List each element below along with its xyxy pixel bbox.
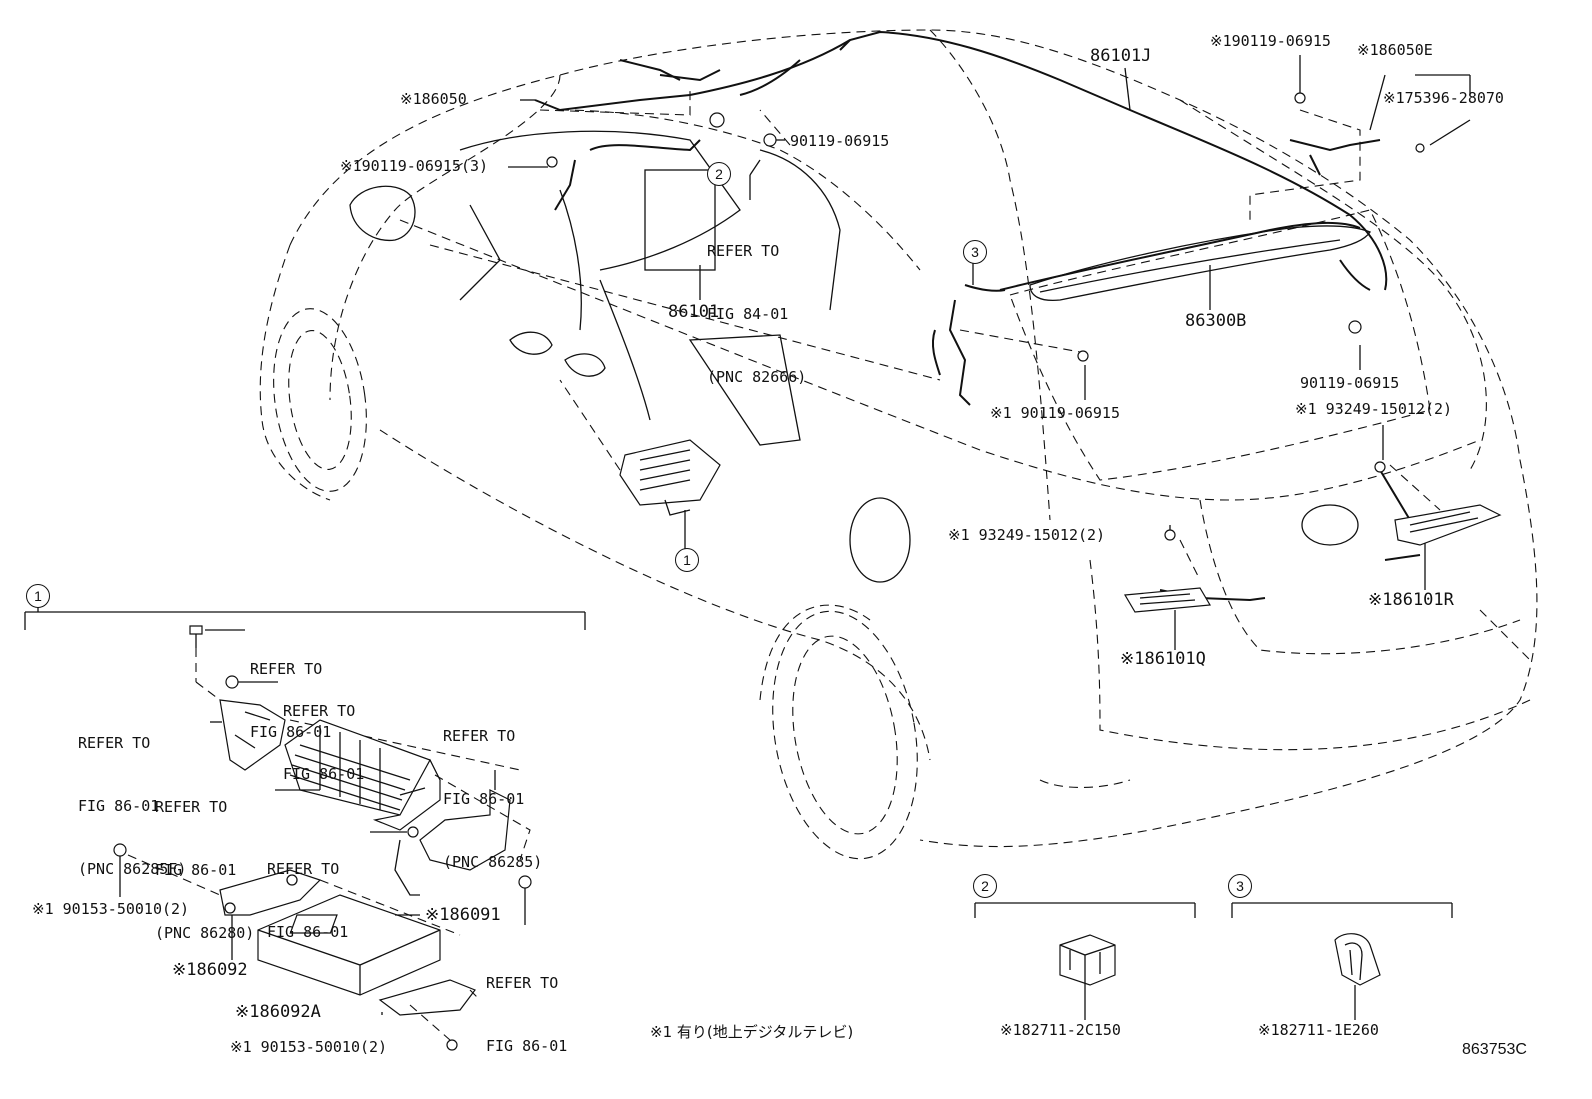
refer-line: (PNC 86280) xyxy=(155,924,255,942)
part-86101J: 86101J xyxy=(1090,46,1152,66)
refer-line: REFER TO xyxy=(155,798,228,816)
refer-line: FIG 84-01 xyxy=(707,305,789,323)
refer-fig84: REFER TO FIG 84-01 (PNC 82666) xyxy=(707,199,806,409)
part-186091: ※186091 xyxy=(425,905,501,925)
callout-2-main: 2 xyxy=(707,162,731,186)
part-186101R: ※186101R xyxy=(1368,590,1454,610)
refer-b: REFER TO FIG 86-01 xyxy=(283,659,364,806)
part-186050: ※186050 xyxy=(400,90,467,108)
part-190153-top: ※1 90153-50010(2) xyxy=(32,900,190,918)
part-1-90119-mid: ※1 90119-06915 xyxy=(990,404,1120,422)
detail-1-bracket-line xyxy=(24,607,586,630)
refer-line: REFER TO xyxy=(283,702,356,720)
refer-line: REFER TO xyxy=(267,860,340,878)
detail-1-parts xyxy=(113,625,532,1051)
refer-line: FIG 86-01 xyxy=(267,923,349,941)
callout-3-detail: 3 xyxy=(1228,874,1252,898)
leader-lines xyxy=(508,55,1471,650)
clamp-1e260 xyxy=(1334,933,1381,1020)
refer-line: FIG 86-01 xyxy=(78,797,160,815)
refer-line: FIG 86-01 xyxy=(155,861,237,879)
callout-1-main: 1 xyxy=(675,548,699,572)
part-86300B: 86300B xyxy=(1185,311,1247,331)
refer-line: REFER TO xyxy=(486,974,559,992)
refer-line: FIG 86-01 xyxy=(486,1037,568,1055)
callout-2-detail: 2 xyxy=(973,874,997,898)
refer-g: REFER TO FIG 86-01 xyxy=(486,931,567,1078)
interior-outline xyxy=(459,130,841,446)
part-175396: ※175396-28070 xyxy=(1383,89,1504,107)
refer-line: FIG 86-01 xyxy=(250,723,332,741)
refer-line: REFER TO xyxy=(707,242,780,260)
part-190153-bottom: ※1 90153-50010(2) xyxy=(230,1038,388,1056)
callout-3-main: 3 xyxy=(963,240,987,264)
part-186101Q: ※186101Q xyxy=(1120,649,1206,669)
vehicle-outline xyxy=(259,29,1538,860)
refer-line: (PNC 82666) xyxy=(707,368,807,386)
figure-code: 863753C xyxy=(1462,1041,1527,1058)
connection-dashes xyxy=(539,90,1441,581)
refer-line: (PNC 86285) xyxy=(443,853,543,871)
part-182711-2C150: ※182711-2C150 xyxy=(1000,1021,1121,1039)
part-90119-right: 90119-06915 xyxy=(1300,374,1400,392)
refer-line: (PNC 86285F) xyxy=(78,860,187,878)
refer-e: REFER TO FIG 86-01 (PNC 86280) xyxy=(155,755,254,965)
detail-2-bracket-line xyxy=(974,902,1196,918)
refer-line: REFER TO xyxy=(443,727,516,745)
refer-a: REFER TO FIG 86-01 xyxy=(250,617,331,764)
part-190119-3: ※190119-06915(3) xyxy=(340,157,489,175)
part-193249-left: ※1 93249-15012(2) xyxy=(948,526,1106,544)
part-186092: ※186092 xyxy=(172,960,248,980)
rear-spoiler-antenna xyxy=(1029,225,1371,302)
refer-line: FIG 86-01 xyxy=(283,765,365,783)
antenna-cords xyxy=(534,30,1451,602)
footnote: ※1 有り(地上デジタルテレビ) xyxy=(650,1023,854,1041)
tuner-in-vehicle xyxy=(619,439,721,516)
callout-1-detail: 1 xyxy=(26,584,50,608)
refer-c: REFER TO FIG 86-01 (PNC 86285F) xyxy=(78,691,186,901)
part-186092A: ※186092A xyxy=(235,1002,321,1022)
part-86050E: ※186050E xyxy=(1357,41,1433,59)
refer-line: REFER TO xyxy=(78,734,151,752)
refer-d: REFER TO FIG 86-01 (PNC 86285) xyxy=(443,684,542,894)
amplifier-q xyxy=(1124,587,1211,613)
main-view-fasteners xyxy=(546,92,1425,541)
refer-line: FIG 86-01 xyxy=(443,790,525,808)
part-90119-center: 90119-06915 xyxy=(790,132,890,150)
refer-f: REFER TO FIG 86-01 xyxy=(267,817,348,964)
part-190119-top-right: ※190119-06915 xyxy=(1210,32,1331,50)
detail-3-bracket-line xyxy=(1231,902,1453,918)
part-182711-1E260: ※182711-1E260 xyxy=(1258,1021,1379,1039)
part-86101: 86101 xyxy=(668,302,720,322)
clamp-2c150 xyxy=(1059,934,1116,1020)
amplifier-r xyxy=(1394,504,1502,546)
refer-line: REFER TO xyxy=(250,660,323,678)
part-193249-right: ※1 93249-15012(2) xyxy=(1295,400,1453,418)
